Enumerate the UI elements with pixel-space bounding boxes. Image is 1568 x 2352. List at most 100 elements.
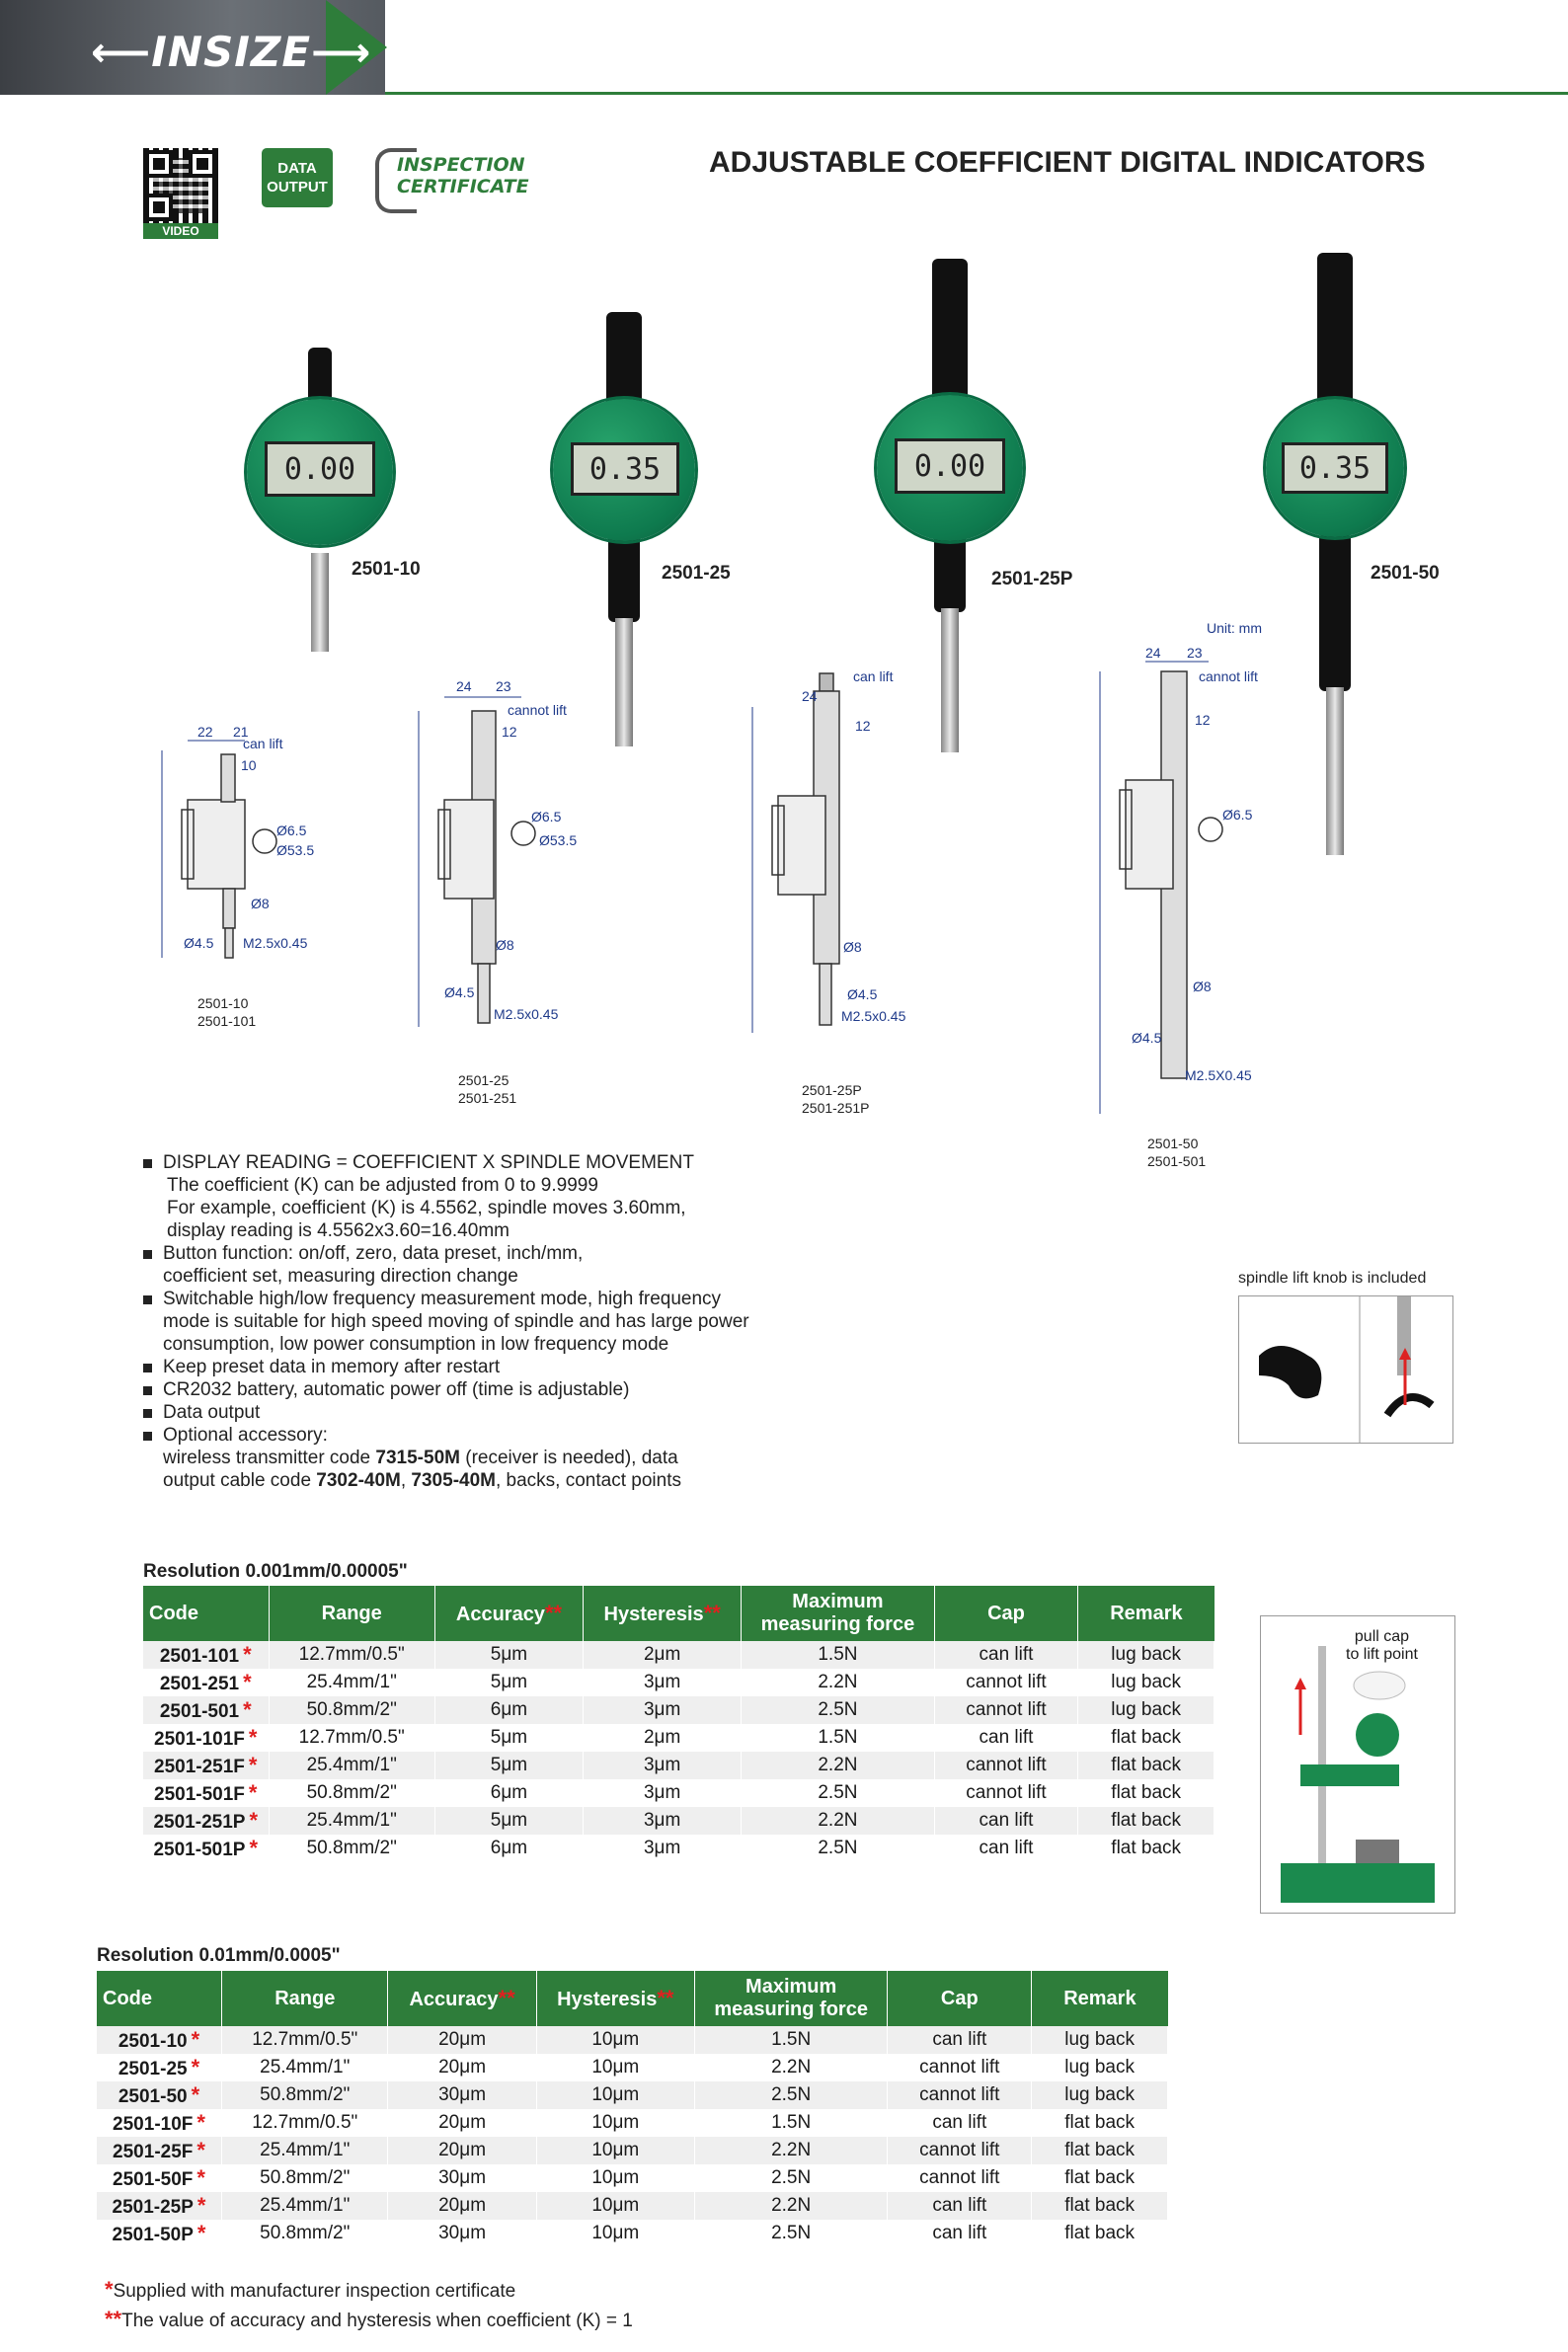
header-accuracy: Accuracy** [434,1586,585,1641]
svg-text:Ø8: Ø8 [251,896,270,911]
header-remark: Remark [1031,1971,1168,2026]
table-cell: 10μm [536,2081,695,2109]
table-cell: cannot lift [887,2137,1033,2164]
svg-text:24: 24 [456,678,472,694]
certificate-star: * [249,1836,259,1860]
table-header-row: Code Range Accuracy** Hysteresis** Maxim… [143,1586,1215,1641]
data-output-line2: OUTPUT [267,179,328,196]
header-range: Range [269,1586,435,1641]
svg-text:Ø4.5: Ø4.5 [1132,1030,1162,1046]
svg-text:Ø6.5: Ø6.5 [531,809,562,824]
table-cell: 12.7mm/0.5" [221,2026,389,2054]
table-cell: 6μm [434,1696,585,1724]
page-title: ADJUSTABLE COEFFICIENT DIGITAL INDICATOR… [709,146,1426,179]
brand-logo[interactable]: ⟵INSIZE⟶ [91,28,372,76]
table-cell: 2501-501F* [143,1779,270,1807]
table-cell: cannot lift [887,2054,1033,2081]
table-cell: 2.2N [694,2137,889,2164]
certificate-star: * [196,2138,205,2162]
certificate-star: * [196,2165,205,2190]
certificate-star: * [191,2082,200,2107]
feature-item: CR2032 battery, automatic power off (tim… [143,1378,854,1401]
technical-drawing-2501-10: 22 21 can lift 10 Ø6.5 Ø53.5 Ø8 Ø4.5 M2.… [161,724,314,959]
header-max-force: Maximum measuring force [694,1971,889,2026]
table-cell: 2.5N [741,1696,935,1724]
svg-text:22: 22 [197,724,213,740]
table-cell: 6μm [434,1779,585,1807]
table-cell: 2501-501P* [143,1835,270,1862]
svg-text:Ø8: Ø8 [496,937,514,953]
svg-text:Ø8: Ø8 [843,939,862,955]
feature-item: Optional accessory: wireless transmitter… [143,1424,854,1492]
table-cell: 2501-25P* [97,2192,223,2220]
spec-table-001: Code Range Accuracy** Hysteresis** Maxim… [143,1586,1215,1862]
lift-knob-image [1238,1295,1453,1444]
table-cell: cannot lift [934,1696,1079,1724]
table-cell: 2501-101F* [143,1724,270,1752]
table-cell: cannot lift [887,2164,1033,2192]
table-cell: 6μm [434,1835,585,1862]
table-cell: 2501-50* [97,2081,223,2109]
technical-drawing-2501-25P: 24 can lift 12 Ø8 Ø4.5 M2.5x0.45 [751,668,906,1033]
svg-text:cannot lift: cannot lift [508,702,567,718]
product-label: 2501-10 [352,559,421,580]
table-cell: cannot lift [887,2081,1033,2109]
feature-list: DISPLAY READING = COEFFICIENT X SPINDLE … [143,1151,854,1492]
header-accuracy: Accuracy** [387,1971,537,2026]
technical-drawing-2501-50: 24 23 cannot lift 12 Ø6.5 Ø8 Ø4.5 M2.5X0… [1099,645,1258,1114]
header-banner: ⟵INSIZE⟶ [0,0,1568,97]
table-cell: can lift [887,2026,1033,2054]
table-cell: flat back [1031,2137,1168,2164]
table-cell: flat back [1031,2109,1168,2137]
table-cell: 2501-25* [97,2054,223,2081]
svg-text:Ø53.5: Ø53.5 [276,842,314,858]
indicator-stem [932,259,968,403]
table-cell: 2.2N [741,1807,935,1835]
table-cell: 3μm [583,1835,743,1862]
table-cell: 2501-251P* [143,1807,270,1835]
header-rule [385,92,1568,95]
table-cell: flat back [1031,2192,1168,2220]
table-cell: 3μm [583,1669,743,1696]
table-cell: 2.5N [694,2164,889,2192]
table-cell: cannot lift [934,1779,1079,1807]
table2-resolution-label: Resolution 0.01mm/0.0005" [97,1945,341,1966]
table-cell: 50.8mm/2" [221,2164,389,2192]
header-chevron [326,0,387,95]
drawing-code: 2501-25P [802,1082,862,1098]
table-cell: 2.5N [694,2081,889,2109]
table-cell: 12.7mm/0.5" [269,1724,435,1752]
table-cell: 3μm [583,1807,743,1835]
table-cell: 50.8mm/2" [221,2220,389,2247]
table-cell: 50.8mm/2" [269,1696,435,1724]
table-cell: 12.7mm/0.5" [269,1641,435,1669]
certificate-star: * [248,1780,258,1805]
table-cell: 2.2N [741,1752,935,1779]
header-code: Code [97,1971,223,2026]
table-cell: 10μm [536,2054,695,2081]
qr-code-icon[interactable] [143,148,218,223]
table-cell: 10μm [536,2164,695,2192]
drawing-code: 2501-251P [802,1100,870,1116]
svg-text:M2.5x0.45: M2.5x0.45 [841,1008,906,1024]
table-cell: cannot lift [934,1669,1079,1696]
table-cell: can lift [887,2220,1033,2247]
table-cell: flat back [1077,1807,1215,1835]
feature-item: Switchable high/low frequency measuremen… [143,1288,854,1356]
table-cell: can lift [887,2109,1033,2137]
svg-text:Ø4.5: Ø4.5 [444,984,475,1000]
table-cell: flat back [1077,1779,1215,1807]
table-cell: 20μm [387,2137,537,2164]
table-cell: lug back [1077,1696,1215,1724]
pull-cap-stand-image: pull cap to lift point [1260,1615,1455,1914]
drawing-code: 2501-10 [197,995,249,1011]
table-cell: 5μm [434,1641,585,1669]
